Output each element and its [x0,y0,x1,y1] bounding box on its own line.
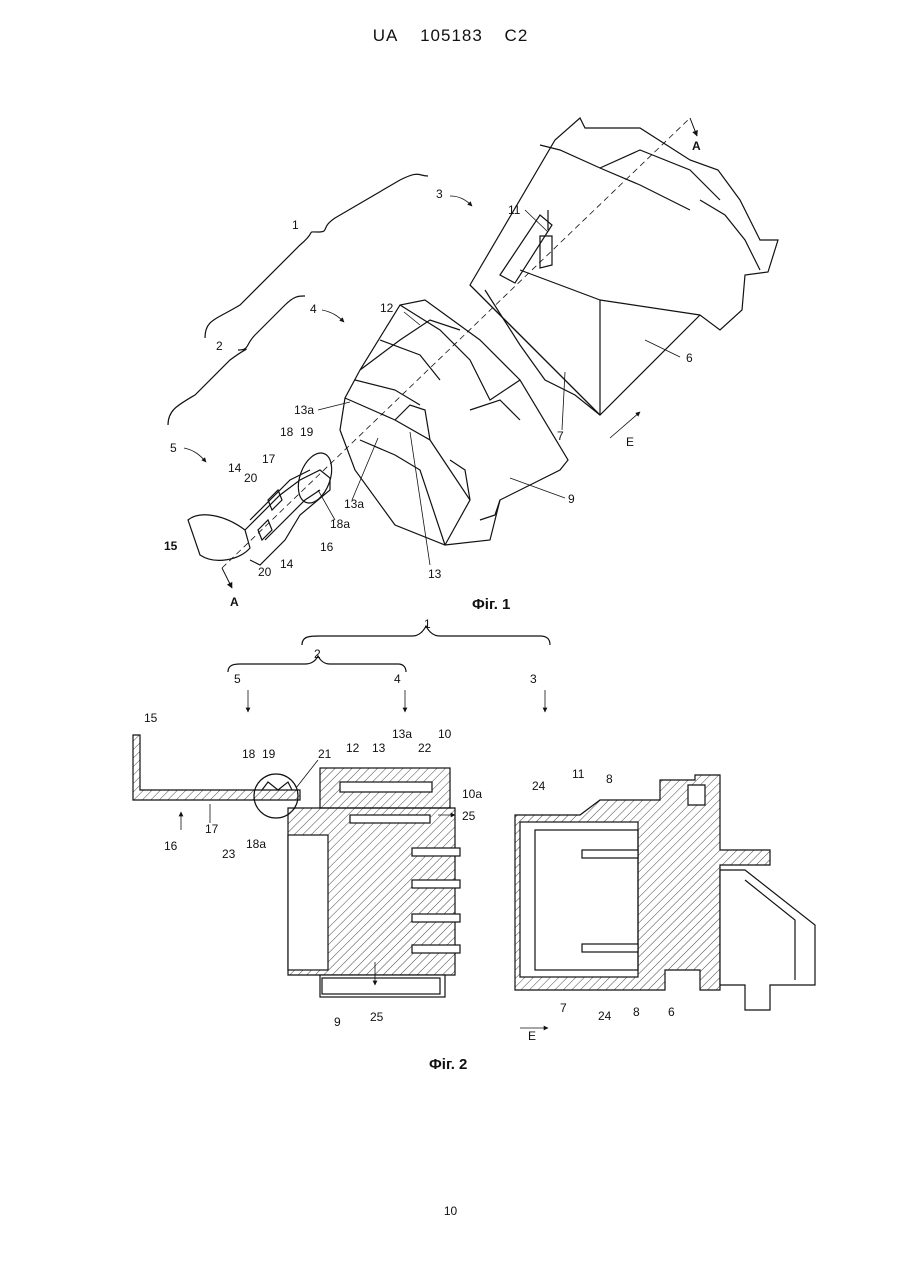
label: 4 [394,672,401,686]
label: 16 [320,540,334,554]
label: 17 [205,822,219,836]
label: E [528,1029,536,1043]
label: 20 [258,565,272,579]
figure-2-caption: Фіг. 2 [429,1056,467,1073]
label: 19 [262,747,276,761]
label: 18a [246,837,266,851]
label: A [230,595,239,609]
label: 17 [262,452,276,466]
label: E [626,435,634,449]
figure-1-caption: Фіг. 1 [472,596,510,613]
label: 15 [164,539,178,553]
label: 11 [508,203,521,217]
label: 5 [170,441,177,455]
label: 10a [462,787,482,801]
label: 18 [280,425,294,439]
label: 3 [436,187,443,201]
label: 14 [280,557,294,571]
label: 25 [462,809,476,823]
label: 2 [216,339,223,353]
label: 6 [668,1005,675,1019]
figure-1-labels: 1 2 3 4 5 6 7 9 11 12 13 13a 13a 14 14 1… [164,139,701,609]
label: 13 [372,741,386,755]
label: 18 [242,747,256,761]
label: 8 [606,772,613,786]
label: 12 [346,741,360,755]
label: 5 [234,672,241,686]
label: 25 [370,1010,384,1024]
label: 3 [530,672,537,686]
label: 13a [344,497,364,511]
label: 13 [428,567,442,581]
label: 24 [532,779,546,793]
label: 9 [568,492,575,506]
label: 6 [686,351,693,365]
label: 13a [294,403,314,417]
label: 12 [380,301,394,315]
figure-1-leaders [184,196,680,565]
label: 14 [228,461,242,475]
label: 1 [292,218,299,232]
label: 7 [557,429,564,443]
label: 16 [164,839,178,853]
label: 7 [560,1001,567,1015]
label: 18a [330,517,350,531]
label: 2 [314,647,321,661]
label: 10 [438,727,452,741]
label: A [692,139,701,153]
label: 20 [244,471,258,485]
label: 21 [318,747,332,761]
label: 23 [222,847,236,861]
label: 15 [144,711,158,725]
label: 13a [392,727,412,741]
label: 24 [598,1009,612,1023]
label: 22 [418,741,432,755]
page-number: 10 [0,1204,901,1218]
label: 9 [334,1015,341,1029]
label: 11 [572,767,585,781]
label: 8 [633,1005,640,1019]
label: 4 [310,302,317,316]
label: 1 [424,617,431,631]
label: 19 [300,425,314,439]
